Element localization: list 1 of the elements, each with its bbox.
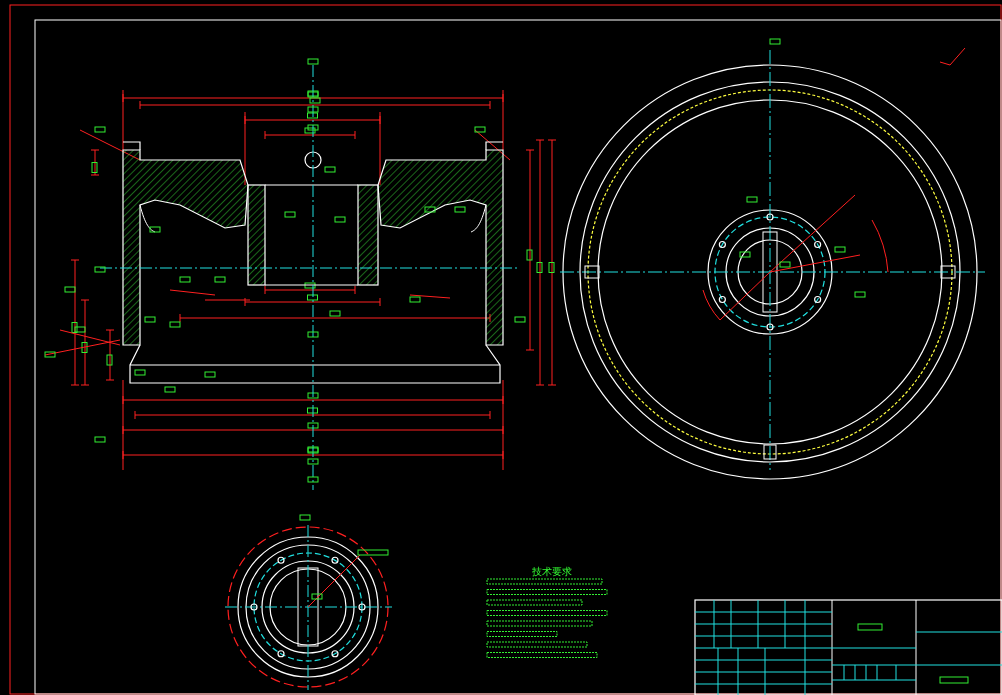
notes-heading: 技术要求	[532, 566, 572, 578]
